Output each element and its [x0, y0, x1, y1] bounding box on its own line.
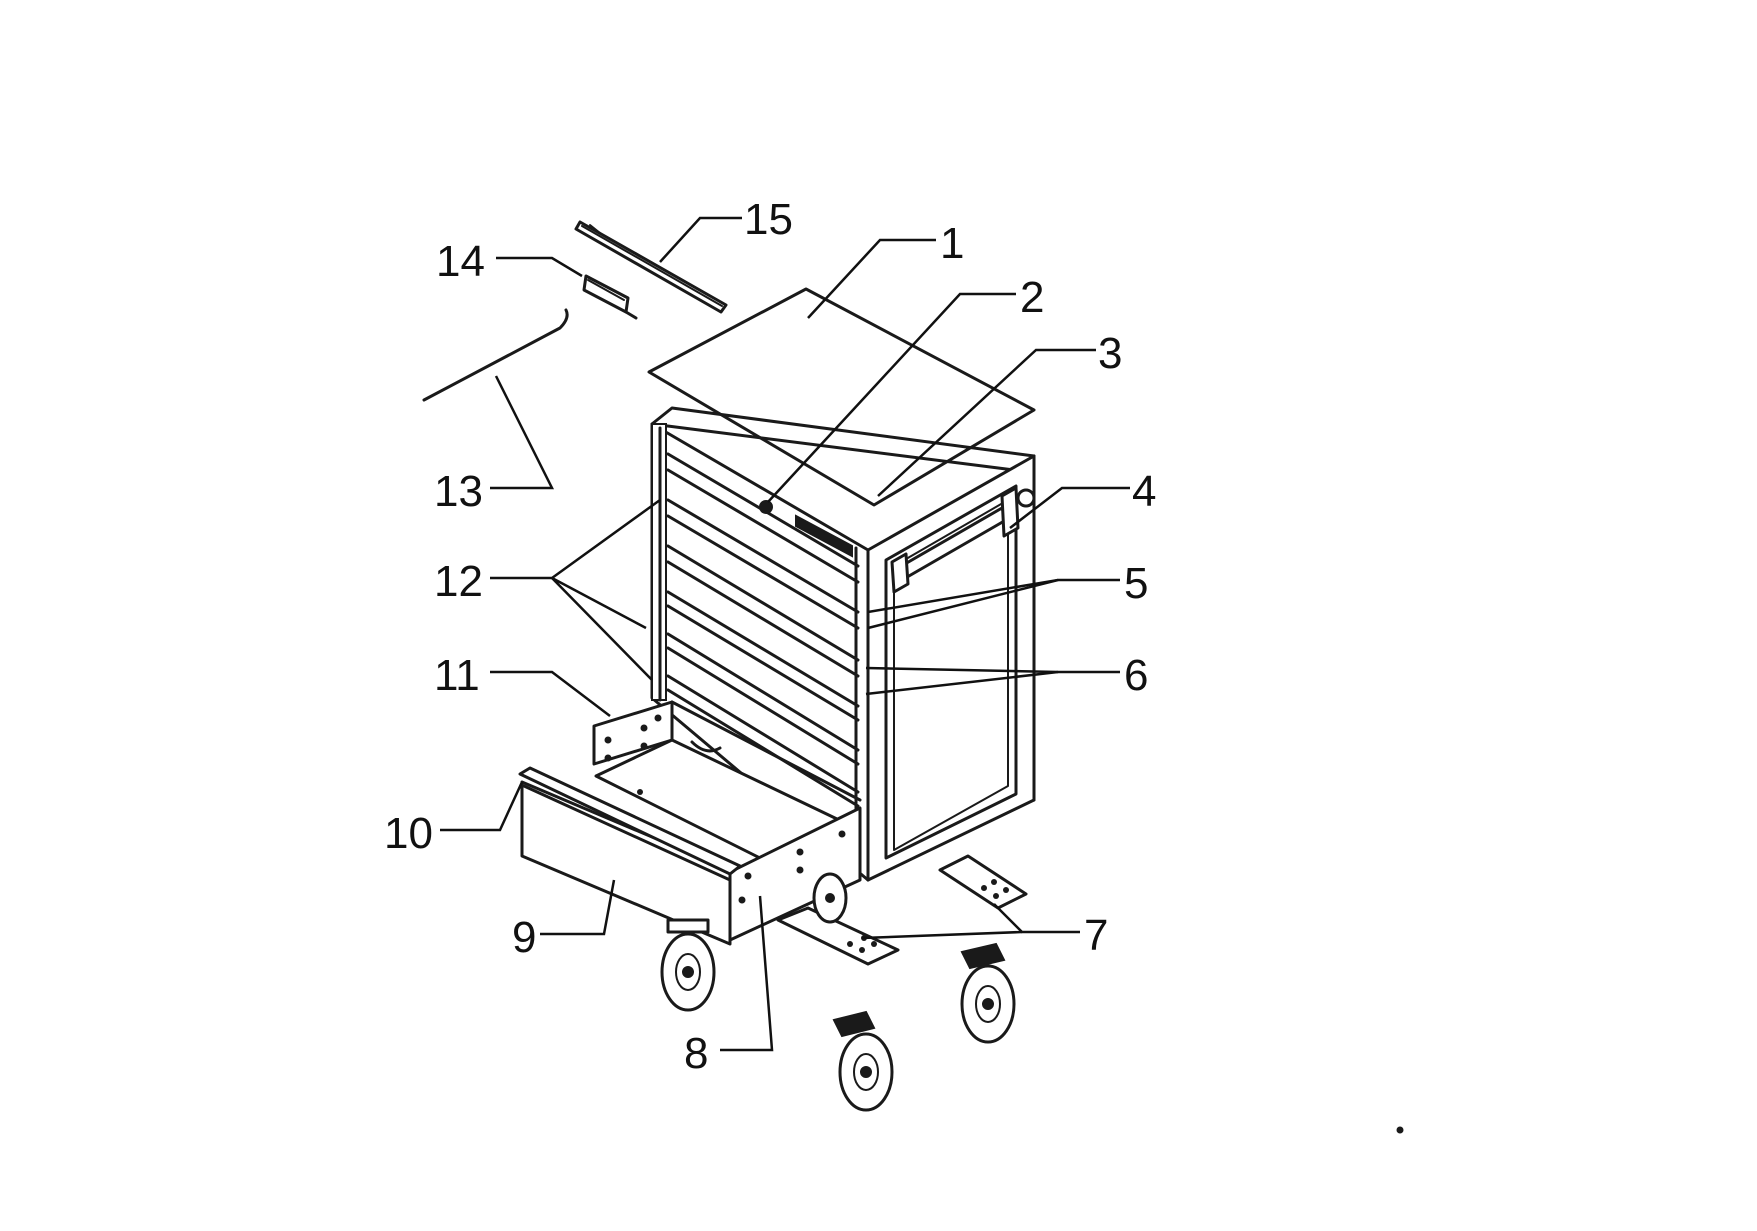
rod-part-13	[422, 308, 569, 402]
stray-mark	[1396, 1126, 1404, 1134]
callout-13: 13	[434, 467, 483, 516]
caster-wheel-icon	[660, 872, 1016, 1112]
caster-loose-bottom	[832, 1010, 894, 1112]
callout-6: 6	[1124, 651, 1148, 700]
rail-part-15	[574, 220, 728, 314]
callout-11: 11	[434, 651, 480, 700]
callout-labels: 15 14 13 1 2 3 4 5 6 12 11 10 9 8 7	[384, 195, 1156, 1078]
callout-10: 10	[384, 809, 433, 858]
callout-14: 14	[436, 237, 485, 286]
top-mat-part-1	[647, 287, 1036, 507]
callout-8: 8	[684, 1029, 708, 1078]
callout-2: 2	[1020, 273, 1044, 322]
leader-lines	[440, 216, 1130, 1052]
callout-7: 7	[1084, 911, 1108, 960]
callout-12: 12	[434, 557, 483, 606]
callout-1: 1	[940, 219, 964, 268]
caster-back	[812, 872, 848, 924]
base-plates-part-7	[776, 854, 1028, 966]
callout-3: 3	[1098, 329, 1122, 378]
drawer-icon	[518, 700, 862, 946]
callout-4: 4	[1132, 467, 1156, 516]
callout-15: 15	[744, 195, 793, 244]
clip-part-14	[582, 274, 638, 320]
caster-front-left	[660, 918, 716, 1012]
caster-loose-right	[960, 942, 1016, 1044]
callout-5: 5	[1124, 559, 1148, 608]
callout-9: 9	[512, 913, 536, 962]
